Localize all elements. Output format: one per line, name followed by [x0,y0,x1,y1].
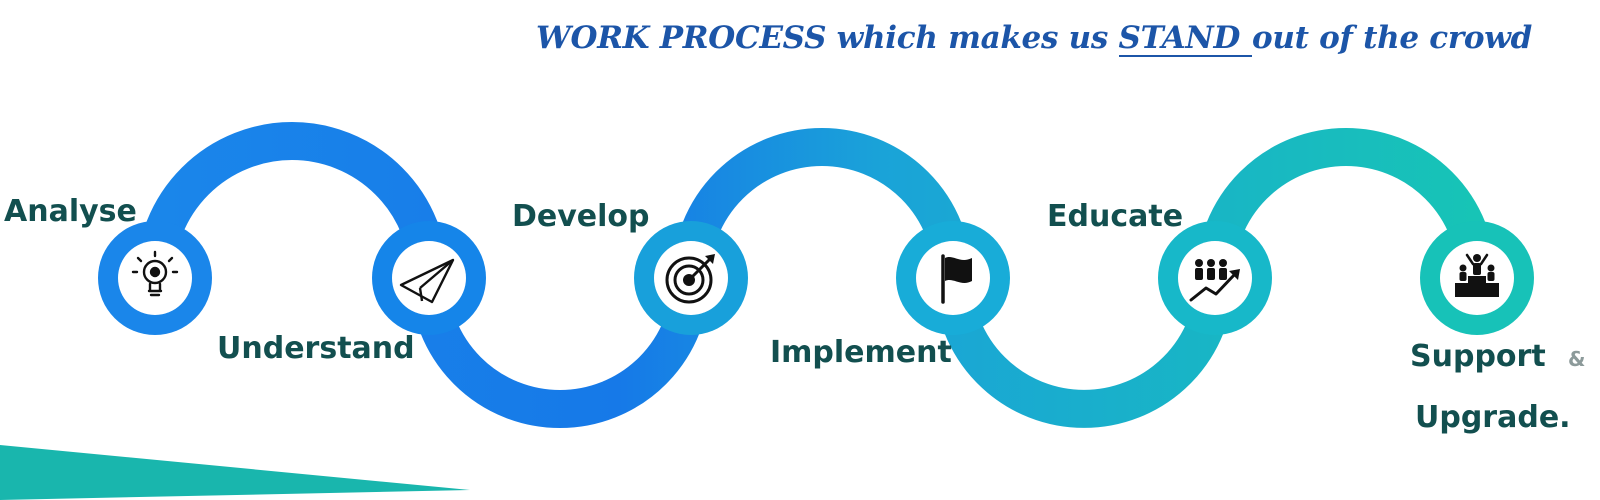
step-label-support-ampersand: & [1568,347,1585,371]
headline-suffix: out of the crowd [1252,20,1532,56]
step-label-understand: Understand [217,331,415,366]
wave-path [136,122,1496,428]
step-label-support: Support [1410,339,1546,374]
step-node-support [1420,221,1534,335]
target-arrow-icon [665,254,715,304]
step-label-implement: Implement [770,335,952,370]
step-node-analyse [98,221,212,335]
step-node-develop [634,221,748,335]
step-label-upgrade: Upgrade. [1415,400,1571,435]
headline: WORK PROCESS which makes us STAND out of… [536,20,1532,57]
podium-icon [1455,253,1499,297]
step-label-educate: Educate [1047,199,1183,234]
corner-band [0,445,470,500]
step-node-understand [372,221,486,335]
lightbulb-gear-icon [131,250,179,297]
headline-prefix: WORK PROCESS which makes us [535,20,1119,56]
paper-plane-icon [399,258,455,304]
step-node-educate [1158,221,1272,335]
step-label-develop: Develop [512,199,650,234]
step-label-analyse: Analyse [4,194,137,229]
flag-icon [941,254,972,304]
step-node-implement [896,221,1010,335]
team-growth-icon [1189,259,1240,302]
headline-emphasis: STAND [1118,22,1253,57]
